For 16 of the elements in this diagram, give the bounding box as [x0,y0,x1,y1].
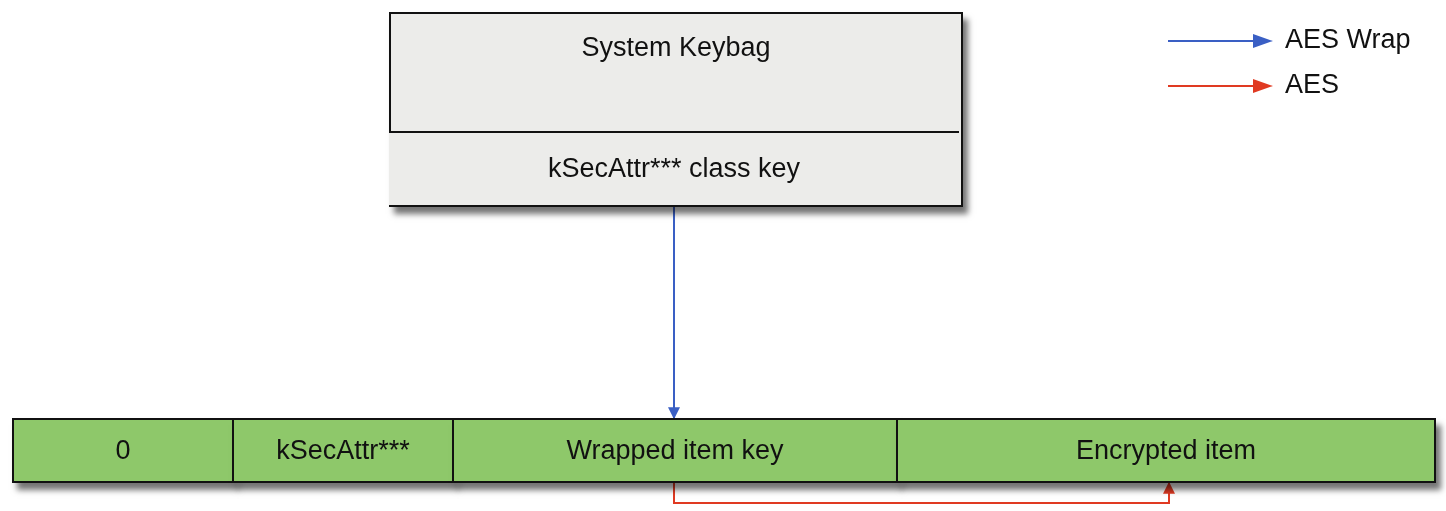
record-cell [896,418,1436,483]
arrow [668,206,680,420]
node-label: System Keybag [580,32,772,63]
node-label: kSecAttr*** [275,434,411,466]
record-cell [232,418,454,483]
legend-label: AES Wrap [1285,24,1411,55]
node-label: Wrapped item key [565,434,785,466]
node-label: Encrypted item [1074,434,1258,466]
node-label: 0 [114,434,132,466]
arrow [673,481,1175,504]
record-cell [12,418,234,483]
record-cell [452,418,898,483]
legend-label: AES [1285,69,1340,100]
class-key-compartment [389,131,959,205]
keybag-box [389,12,963,207]
node-label: kSecAttr*** class key [546,153,802,184]
